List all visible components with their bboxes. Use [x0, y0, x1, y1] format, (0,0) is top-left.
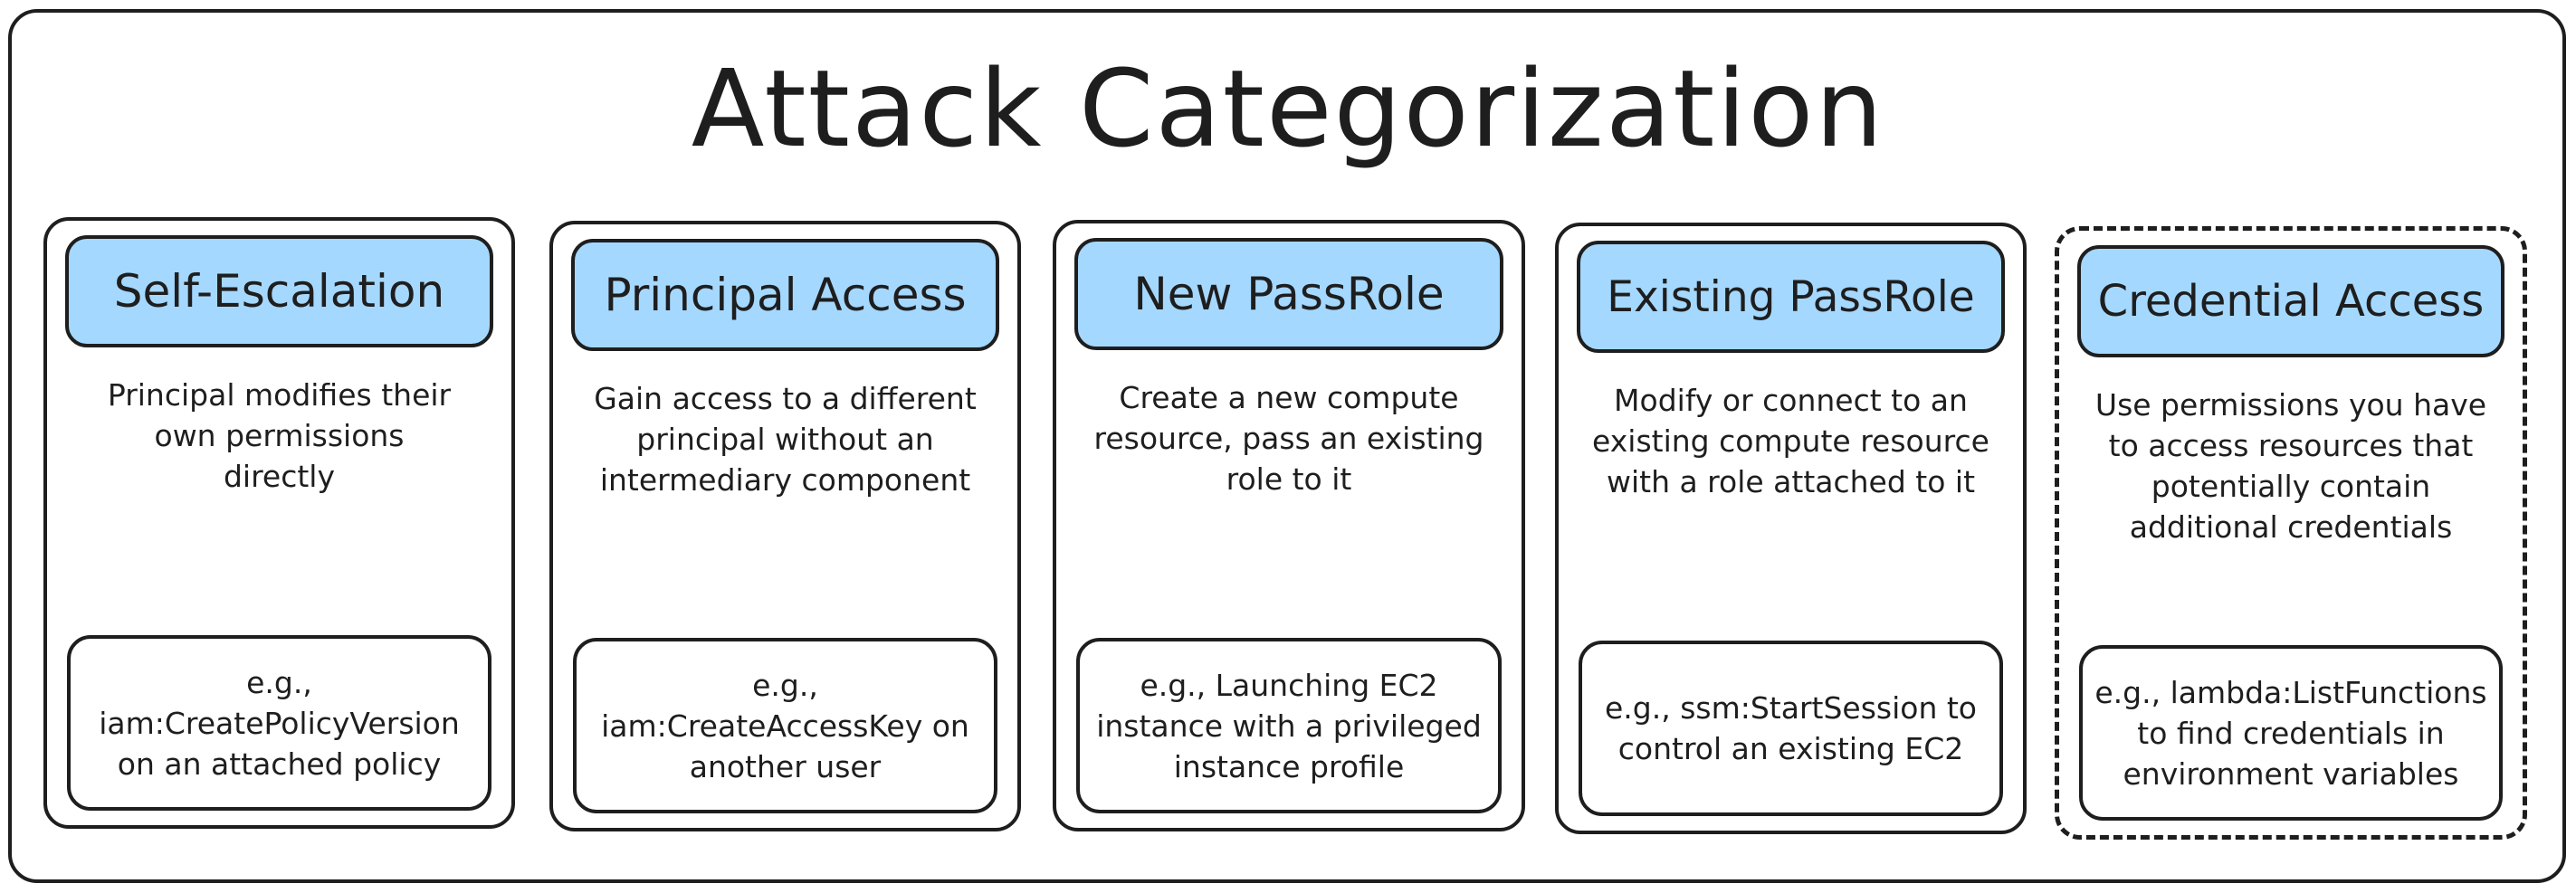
- category-header: Self-Escalation: [65, 235, 493, 347]
- category-header: Existing PassRole: [1577, 241, 2005, 353]
- category-header: Principal Access: [571, 239, 999, 351]
- category-example: e.g., iam:CreateAccessKey on another use…: [573, 638, 997, 813]
- diagram-title: Attack Categorization: [691, 46, 1885, 171]
- category-example: e.g., Launching EC2 instance with a priv…: [1076, 638, 1502, 813]
- category-card-new-passrole: New PassRole Create a new compute resour…: [1053, 220, 1525, 831]
- category-description: Create a new compute resource, pass an e…: [1093, 380, 1484, 497]
- category-description: Gain access to a different principal wit…: [594, 381, 977, 498]
- category-description: Principal modifies their own permissions…: [107, 377, 452, 494]
- category-example: e.g., iam:CreatePolicyVersion on an atta…: [67, 635, 491, 811]
- category-card-self-escalation: Self-Escalation Principal modifies their…: [43, 217, 515, 829]
- category-description: Modify or connect to an existing compute…: [1592, 383, 1989, 499]
- category-example: e.g., lambda:ListFunctions to find crede…: [2079, 645, 2503, 821]
- category-card-credential-access: Credential Access Use permissions you ha…: [2055, 226, 2527, 840]
- category-card-principal-access: Principal Access Gain access to a differ…: [549, 221, 1021, 831]
- category-example: e.g., ssm:StartSession to control an exi…: [1579, 641, 2003, 816]
- category-header: Credential Access: [2077, 245, 2504, 357]
- diagram-frame: [8, 9, 2566, 883]
- category-header: New PassRole: [1074, 238, 1503, 350]
- category-description: Use permissions you have to access resou…: [2094, 387, 2487, 545]
- category-card-existing-passrole: Existing PassRole Modify or connect to a…: [1555, 223, 2027, 834]
